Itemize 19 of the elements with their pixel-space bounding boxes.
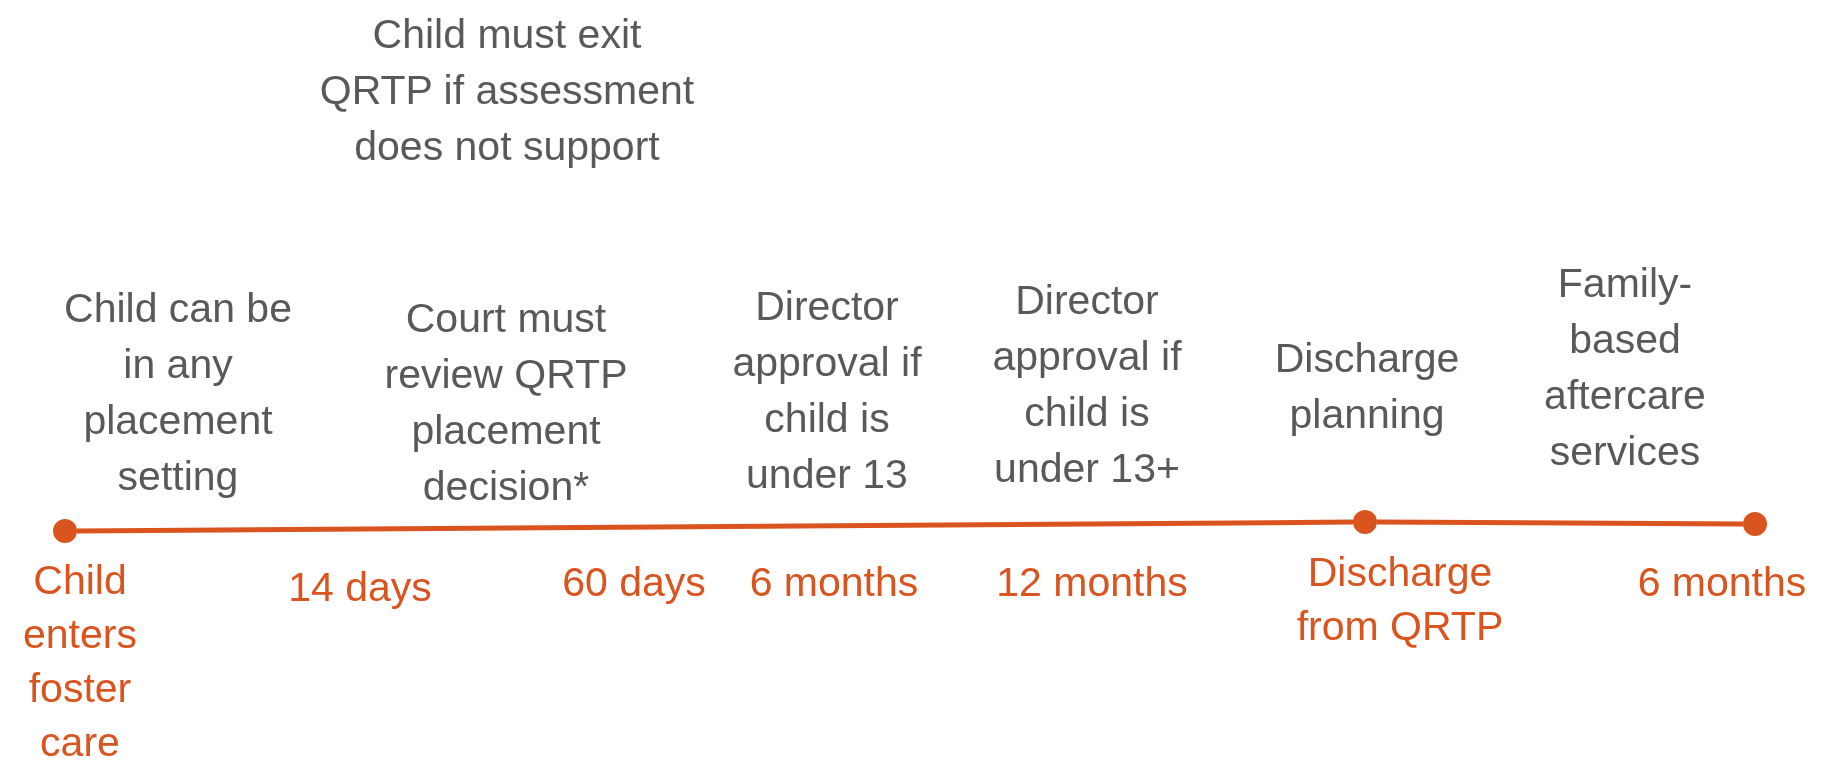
timeline-dot	[1353, 510, 1377, 534]
milestone-label: Child enters foster care	[22, 556, 138, 767]
requirement-text: Director approval if child is under 13+	[991, 276, 1183, 493]
timeline-line	[77, 519, 1353, 534]
timeline-line	[1377, 519, 1743, 527]
requirement-text: Discharge planning	[1273, 334, 1461, 439]
milestone-label: 6 months	[1637, 558, 1807, 607]
requirement-text: Child must exit QRTP if assessment does not support	[318, 10, 696, 171]
timeline-dot	[53, 519, 77, 543]
time-label: 60 days	[561, 558, 707, 607]
requirement-text: Director approval if child is under 13	[731, 282, 923, 499]
requirement-text: Child can be in any placement setting	[63, 284, 293, 501]
time-label: 12 months	[995, 558, 1189, 607]
requirement-text: Court must review QRTP placement decision*	[383, 294, 629, 511]
milestone-label: Discharge from QRTP	[1295, 548, 1505, 651]
requirement-text: Family-based aftercare services	[1543, 259, 1707, 476]
time-label: 6 months	[748, 558, 920, 607]
timeline-dot	[1743, 512, 1767, 536]
time-label: 14 days	[287, 563, 433, 612]
